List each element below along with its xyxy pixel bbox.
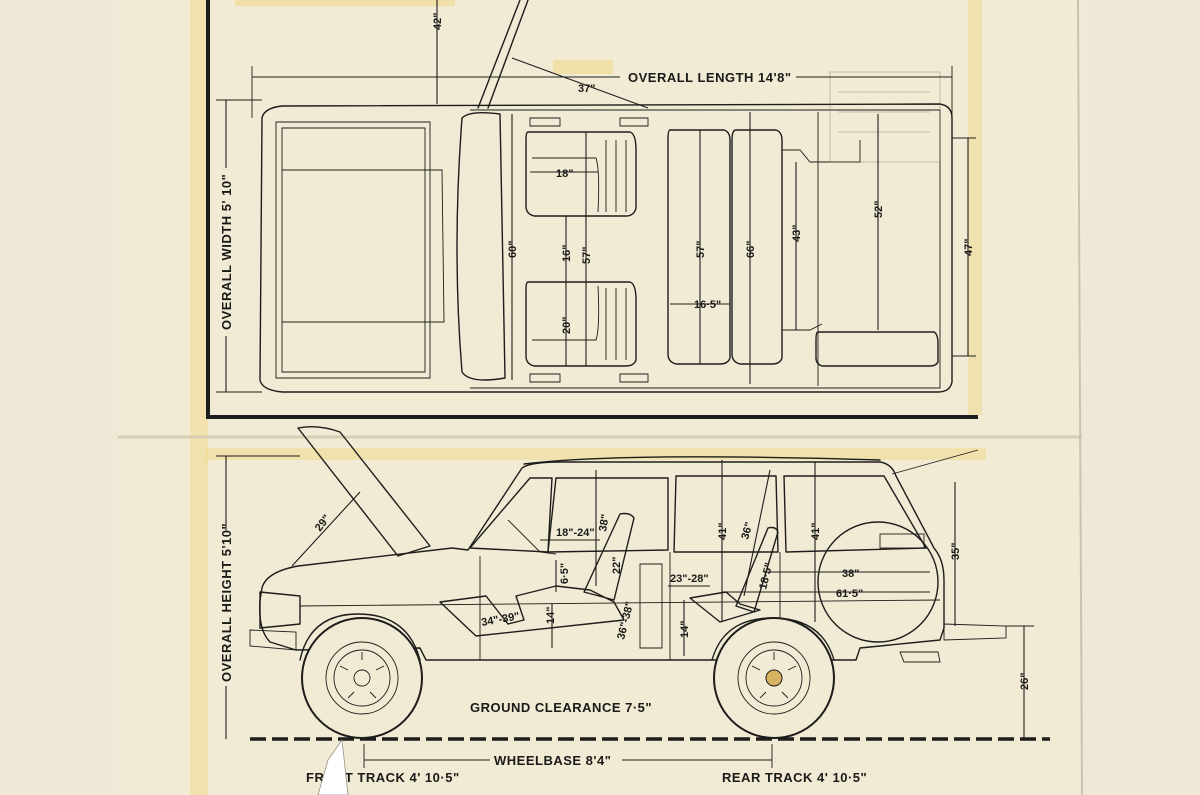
overall-width-label: OVERALL WIDTH 5' 10" (219, 174, 234, 330)
interior-height-front-label: 41" (717, 523, 729, 540)
bonnet-opening-line (291, 491, 361, 567)
front-wheel-arch (299, 613, 421, 661)
front-seat-top-ribs (605, 140, 627, 212)
overall-height-bg (218, 530, 234, 686)
tape-patch (553, 60, 613, 74)
front-seat-width-label: 18" (556, 168, 573, 180)
top-view-frame (206, 0, 978, 419)
waist-line (299, 599, 941, 607)
paper-edge (1077, 0, 1083, 795)
wheel-arch-lines (782, 140, 861, 331)
top-view: OVERALL LENGTH 14'8" OVERALL WIDTH 5' 10… (206, 0, 978, 419)
front-headroom-label: 38" (597, 513, 612, 532)
overall-length-label: OVERALL LENGTH 14'8" (628, 70, 792, 85)
backrest-label: 22" (611, 557, 623, 574)
rear-track-label: REAR TRACK 4' 10·5" (722, 770, 867, 785)
sill-height-label: 26" (1019, 673, 1031, 690)
open-bonnet (297, 425, 431, 557)
side-vent (879, 533, 925, 549)
front-grille (259, 591, 301, 629)
tailgate-depth-line (511, 57, 649, 109)
rear-backrest-line (743, 469, 771, 597)
spare-wheel (817, 521, 939, 643)
overall-height-label: OVERALL HEIGHT 5'10" (219, 523, 234, 682)
windscreen-side (469, 477, 553, 553)
rear-bench-back (731, 129, 783, 365)
front-seat-top (525, 131, 637, 217)
cabin-outline (470, 109, 941, 389)
front-bumper (249, 629, 297, 651)
front-window (547, 477, 669, 553)
front-legroom-label: 18"-24" (556, 527, 595, 539)
rear-bench-width-label: 57" (695, 241, 707, 258)
rear-seat-back (735, 526, 779, 613)
front-seat-top-cushion (532, 157, 600, 213)
spare-wheel-box (815, 331, 939, 367)
open-door-edge-2 (487, 0, 529, 109)
tape-strip-mid (206, 448, 986, 460)
overall-length-bg (620, 69, 796, 85)
windscreen (456, 111, 506, 381)
rear-window (673, 475, 779, 553)
load-length-folded-label: 61·5" (836, 588, 863, 600)
wheelbase-label: WHEELBASE 8'4" (494, 753, 611, 768)
door-opening-label: 42" (432, 13, 444, 30)
torn-corner (317, 738, 349, 795)
tape-strip-left (190, 0, 208, 795)
open-door-edge (477, 0, 521, 109)
rear-backrest-label: 36" (739, 521, 755, 541)
wheelbase-bg (490, 752, 622, 768)
overall-width-bg (218, 168, 234, 336)
front-seat-gap-label: 16" (561, 245, 573, 262)
tape-strip-right (968, 0, 982, 415)
rear-seat-base (689, 591, 761, 623)
side-view: OVERALL HEIGHT 5'10" 29" 18"-24" 38" 6·5… (216, 425, 1050, 795)
rear-floor-label: 14" (679, 621, 691, 638)
rear-shoulder-label: 66" (745, 241, 757, 258)
rear-quarter-window (783, 475, 927, 553)
rear-wheel (713, 617, 835, 739)
seat-height-label: 6·5" (559, 563, 571, 584)
front-seat-back (583, 512, 635, 601)
rear-overall-width-label: 47" (963, 239, 975, 256)
interior-height-rear-label: 41" (810, 523, 822, 540)
door-handles (529, 117, 649, 383)
centre-box (639, 563, 663, 649)
load-space-width-label: 52" (873, 201, 885, 218)
tailgate-depth-label: 37" (578, 83, 595, 95)
front-seat-depth-label: 20" (561, 317, 573, 334)
load-floor-width-label: 43" (791, 225, 803, 242)
exhaust (899, 651, 941, 663)
load-length-label: 38" (842, 568, 859, 580)
front-seat-bottom (525, 281, 637, 367)
body-outline (259, 103, 953, 393)
rubber-stamp (829, 71, 941, 163)
aerial (891, 449, 979, 475)
front-wheel (301, 617, 423, 739)
floor-height-label: 14" (545, 607, 557, 624)
front-seat-bottom-cushion (532, 285, 600, 341)
front-seat-bottom-ribs (605, 288, 627, 360)
front-seat-span-label: 57" (581, 247, 593, 264)
ground-clearance-label: GROUND CLEARANCE 7·5" (470, 700, 652, 715)
rear-bench-cushion (667, 129, 731, 365)
roof-line (523, 456, 881, 465)
dash-width-label: 60" (507, 241, 519, 258)
tailgate-height-label: 35" (950, 543, 962, 560)
rear-legroom-label: 23"-28" (670, 573, 709, 585)
bonnet-inner (281, 127, 426, 373)
rear-bench-depth-label: 16·5" (694, 299, 721, 311)
bonnet-panel (275, 121, 431, 379)
bonnet-crease (282, 169, 445, 323)
steering-wheel (507, 519, 557, 555)
tape-strip-top (235, 0, 455, 6)
rear-bumper (943, 623, 1007, 641)
